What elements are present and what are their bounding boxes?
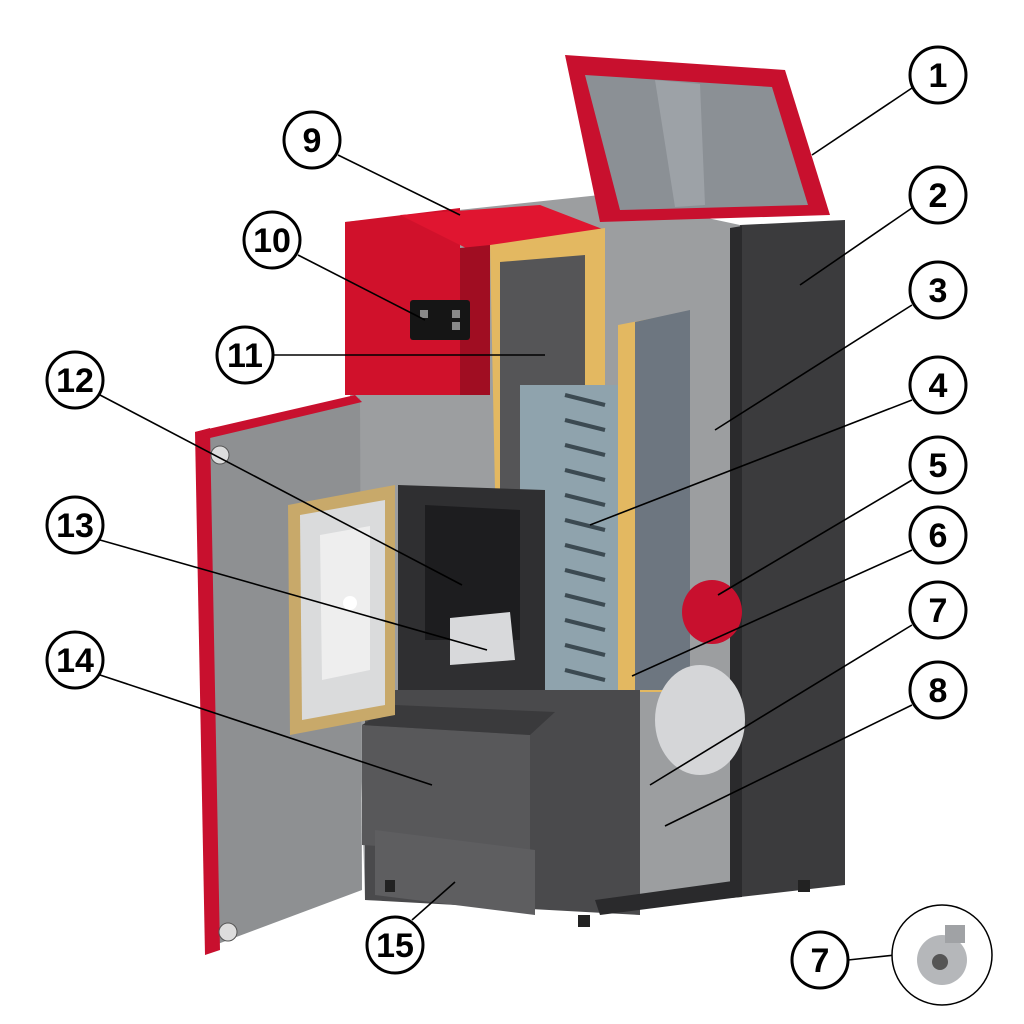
display-icon xyxy=(452,322,460,330)
fan-housing xyxy=(655,665,745,775)
callout-label: 14 xyxy=(56,642,94,680)
leader-lines xyxy=(99,87,913,961)
controller-top xyxy=(400,205,605,250)
controller-housing xyxy=(345,208,460,395)
ash-drawer-top xyxy=(362,705,555,735)
display-icon xyxy=(420,310,428,318)
motor xyxy=(682,580,742,644)
callout-label: 5 xyxy=(929,447,948,485)
callout-11: 11 xyxy=(215,325,275,385)
door-edge xyxy=(195,428,220,955)
callout-label: 1 xyxy=(929,57,948,95)
door-peephole xyxy=(343,596,357,610)
door-top-edge xyxy=(195,395,362,438)
callout-label: 2 xyxy=(929,177,948,215)
callout-label: 10 xyxy=(253,222,291,260)
controller-front xyxy=(460,245,490,395)
ash-drawer xyxy=(362,725,530,855)
callout-label: 12 xyxy=(56,362,94,400)
callout-label: 8 xyxy=(929,672,948,710)
callout-label: 4 xyxy=(929,367,948,405)
callout-15: 15 xyxy=(365,915,425,975)
callout-7: 7 xyxy=(908,580,968,640)
callout-8: 8 xyxy=(908,660,968,720)
callout-12: 12 xyxy=(45,350,105,410)
hopper-divider xyxy=(635,310,690,690)
fan-hub xyxy=(932,954,948,970)
side-panel xyxy=(740,220,845,897)
fan-outlet xyxy=(945,925,965,943)
callout-3: 3 xyxy=(908,260,968,320)
callout-13: 13 xyxy=(45,495,105,555)
callout-4: 4 xyxy=(908,355,968,415)
callout-label: 9 xyxy=(303,122,322,160)
callout-10: 10 xyxy=(242,210,302,270)
fan-inset xyxy=(891,904,993,1006)
control-panel-display xyxy=(410,300,470,340)
callout-9: 9 xyxy=(282,110,342,170)
callout-label: 6 xyxy=(929,517,948,555)
combustion-chamber xyxy=(425,505,520,640)
callouts: 1 2 3 4 5 6 7 8 9 10 11 12 13 14 15 7 xyxy=(45,45,968,990)
callout-14: 14 xyxy=(45,630,105,690)
callout-label: 11 xyxy=(227,337,263,375)
foot xyxy=(578,915,590,927)
base-floor xyxy=(595,880,740,915)
callout-1: 1 xyxy=(908,45,968,105)
callout-label: 7 xyxy=(811,942,830,980)
callout-6: 6 xyxy=(908,505,968,565)
callout-label: 15 xyxy=(376,927,414,965)
callout-7-fan: 7 xyxy=(790,930,850,990)
side-panel-edge xyxy=(730,226,742,898)
callout-2: 2 xyxy=(908,165,968,225)
callout-label: 7 xyxy=(929,592,948,630)
bottom-drawer xyxy=(375,830,535,915)
boiler-illustration xyxy=(195,55,845,955)
display-icon xyxy=(452,310,460,318)
foot xyxy=(798,880,810,892)
lid-reflection xyxy=(655,80,705,207)
door-hinge xyxy=(218,922,238,942)
auger-screw xyxy=(564,393,606,682)
foot xyxy=(385,880,395,892)
callout-5: 5 xyxy=(908,435,968,495)
burner-pot xyxy=(450,612,515,665)
callout-label: 13 xyxy=(56,507,94,545)
callout-label: 3 xyxy=(929,272,948,310)
auger-tube xyxy=(520,385,625,690)
